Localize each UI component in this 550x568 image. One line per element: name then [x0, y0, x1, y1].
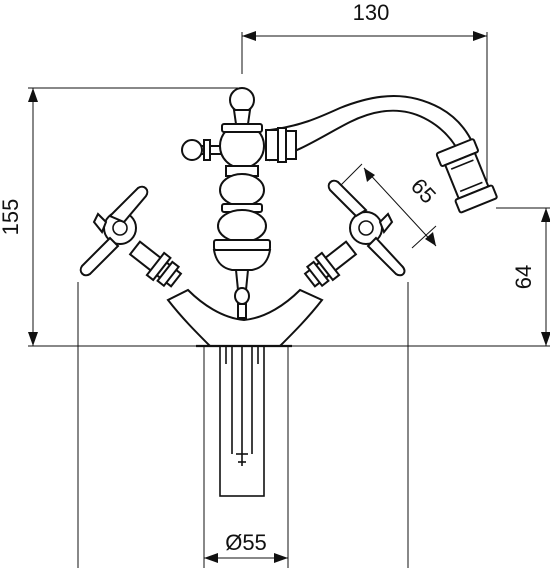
arrowhead-bottom: [541, 332, 550, 346]
top-knob: [229, 87, 255, 113]
dimension-label-65: 65: [406, 173, 441, 208]
right-handle-arm-upper: [327, 179, 368, 218]
side-lever-knob: [181, 139, 203, 161]
arrowhead-top: [541, 208, 550, 222]
right-handle-arm-right: [378, 212, 394, 234]
middle-ball: [219, 173, 265, 207]
dimension-base-diameter: Ø55: [203, 346, 289, 568]
left-handle-arm-left: [92, 212, 108, 234]
right-handle-collar: [314, 251, 341, 282]
left-handle-arm-lower: [79, 236, 120, 277]
left-handle-arm-upper: [108, 185, 149, 224]
arrowhead-bottom: [28, 332, 38, 346]
right-cross-handle: [303, 179, 406, 288]
side-lever-collar: [203, 139, 211, 161]
left-handle-collar: [145, 251, 172, 282]
extension-line-upper: [339, 163, 363, 187]
dimension-line: [363, 167, 437, 247]
dimension-height-right: 64: [292, 207, 550, 347]
base-body: [166, 288, 324, 347]
spout-collar-2: [277, 127, 287, 163]
lower-ball: [217, 209, 267, 243]
dimension-width-top: 130: [241, 0, 488, 190]
right-handle-arm-lower: [366, 236, 406, 277]
right-handle-collar: [305, 260, 330, 288]
right-handle-hub-center: [358, 220, 374, 236]
column-flare: [212, 249, 272, 271]
dimension-label-130: 130: [353, 0, 390, 25]
top-knob-neck: [232, 109, 252, 125]
nozzle-detail-line: [450, 159, 474, 170]
upper-ring: [221, 123, 263, 133]
dimension-label-155: 155: [0, 199, 23, 236]
spout-collar-3: [285, 130, 297, 160]
arrowhead-lower: [425, 232, 436, 246]
nozzle-ring-bottom: [454, 184, 498, 214]
arrowhead-right: [274, 553, 288, 563]
spout-collar-1: [265, 129, 279, 161]
arrowhead-left: [242, 31, 256, 41]
arrowhead-upper: [364, 168, 375, 182]
spout-nozzle: [435, 138, 498, 214]
popup-knob: [234, 287, 250, 305]
nozzle-detail-line: [459, 181, 483, 193]
popup-stem: [237, 303, 247, 319]
dimension-label-64: 64: [511, 265, 536, 289]
dimension-height-left: 155: [0, 87, 238, 347]
arrowhead-top: [28, 88, 38, 102]
spout: [265, 95, 498, 214]
left-cross-handle: [79, 185, 183, 288]
supply-pipe: [219, 345, 265, 497]
extension-line-lower: [411, 225, 437, 249]
central-column: [181, 87, 272, 319]
arrowhead-left: [204, 553, 218, 563]
dimension-label-diameter: Ø55: [225, 530, 267, 555]
arrowhead-right: [473, 31, 487, 41]
lower-ring: [213, 239, 271, 251]
left-handle-collar: [156, 260, 181, 288]
